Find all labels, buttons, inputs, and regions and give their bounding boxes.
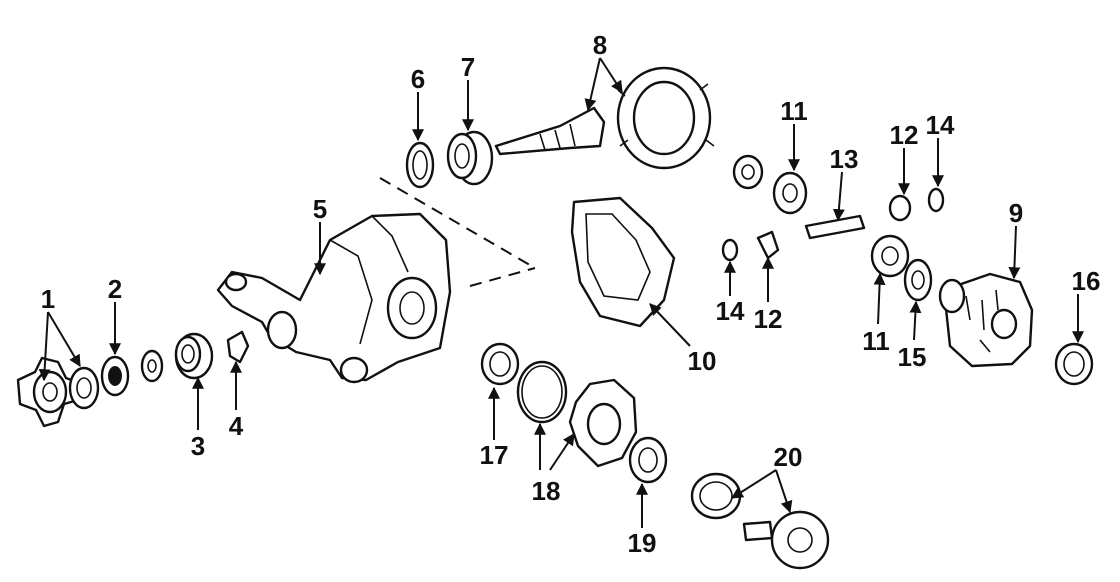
part-17-seal <box>480 342 520 386</box>
part-5-carrier-housing <box>216 212 452 384</box>
callout-6: 6 <box>411 64 425 94</box>
callout-13: 13 <box>830 144 859 174</box>
part-20-axle-flange <box>690 472 830 570</box>
callout-19: 19 <box>628 528 657 558</box>
callout-14-lower: 14 <box>716 296 745 326</box>
part-19-seal <box>628 436 668 484</box>
part-13-cross-shaft <box>804 214 866 240</box>
part-11-side-gear-top <box>732 154 808 215</box>
callout-15: 15 <box>898 342 927 372</box>
callout-3: 3 <box>191 431 205 461</box>
callout-7: 7 <box>461 52 475 82</box>
part-12-pinion-gear-right <box>888 194 912 222</box>
part-10-cover <box>570 196 676 328</box>
callout-5: 5 <box>313 194 327 224</box>
callout-14-right: 14 <box>926 110 955 140</box>
callout-12-right: 12 <box>890 120 919 150</box>
part-4-spacer <box>226 330 250 364</box>
part-18-retainer <box>516 360 638 468</box>
part-3-bearing <box>174 332 214 380</box>
callout-11-top: 11 <box>780 96 808 126</box>
callout-12-lower: 12 <box>754 304 783 334</box>
callout-1: 1 <box>41 284 55 314</box>
part-11-side-gear-lower <box>870 234 910 278</box>
alignment-dashes <box>379 177 536 287</box>
part-12-pinion-gear-lower <box>756 230 780 260</box>
part-15-thrust-washer <box>903 258 933 302</box>
part-1-companion-flange <box>16 356 100 428</box>
callout-4: 4 <box>229 411 244 441</box>
part-6-seal <box>405 141 435 189</box>
callout-20: 20 <box>774 442 803 472</box>
part-14-washer-lower <box>721 238 739 262</box>
callout-17: 17 <box>480 440 509 470</box>
callout-labels: 1 2 3 4 5 6 7 8 9 10 11 11 12 12 13 14 1… <box>41 30 1101 558</box>
leader-lines <box>38 57 1084 528</box>
washer <box>140 349 164 383</box>
part-16-side-seal <box>1054 342 1094 386</box>
callout-18: 18 <box>532 476 561 506</box>
callout-11-lower: 11 <box>862 326 890 356</box>
callout-10: 10 <box>688 346 717 376</box>
part-9-differential-case <box>938 272 1034 368</box>
part-14-washer-right <box>927 187 945 213</box>
callout-9: 9 <box>1009 198 1023 228</box>
callout-8: 8 <box>593 30 607 60</box>
part-8-ring-pinion <box>494 66 715 170</box>
part-2-pinion-seal <box>100 355 130 397</box>
callout-2: 2 <box>108 274 122 304</box>
part-7-bearing <box>446 130 494 186</box>
callout-16: 16 <box>1072 266 1101 296</box>
